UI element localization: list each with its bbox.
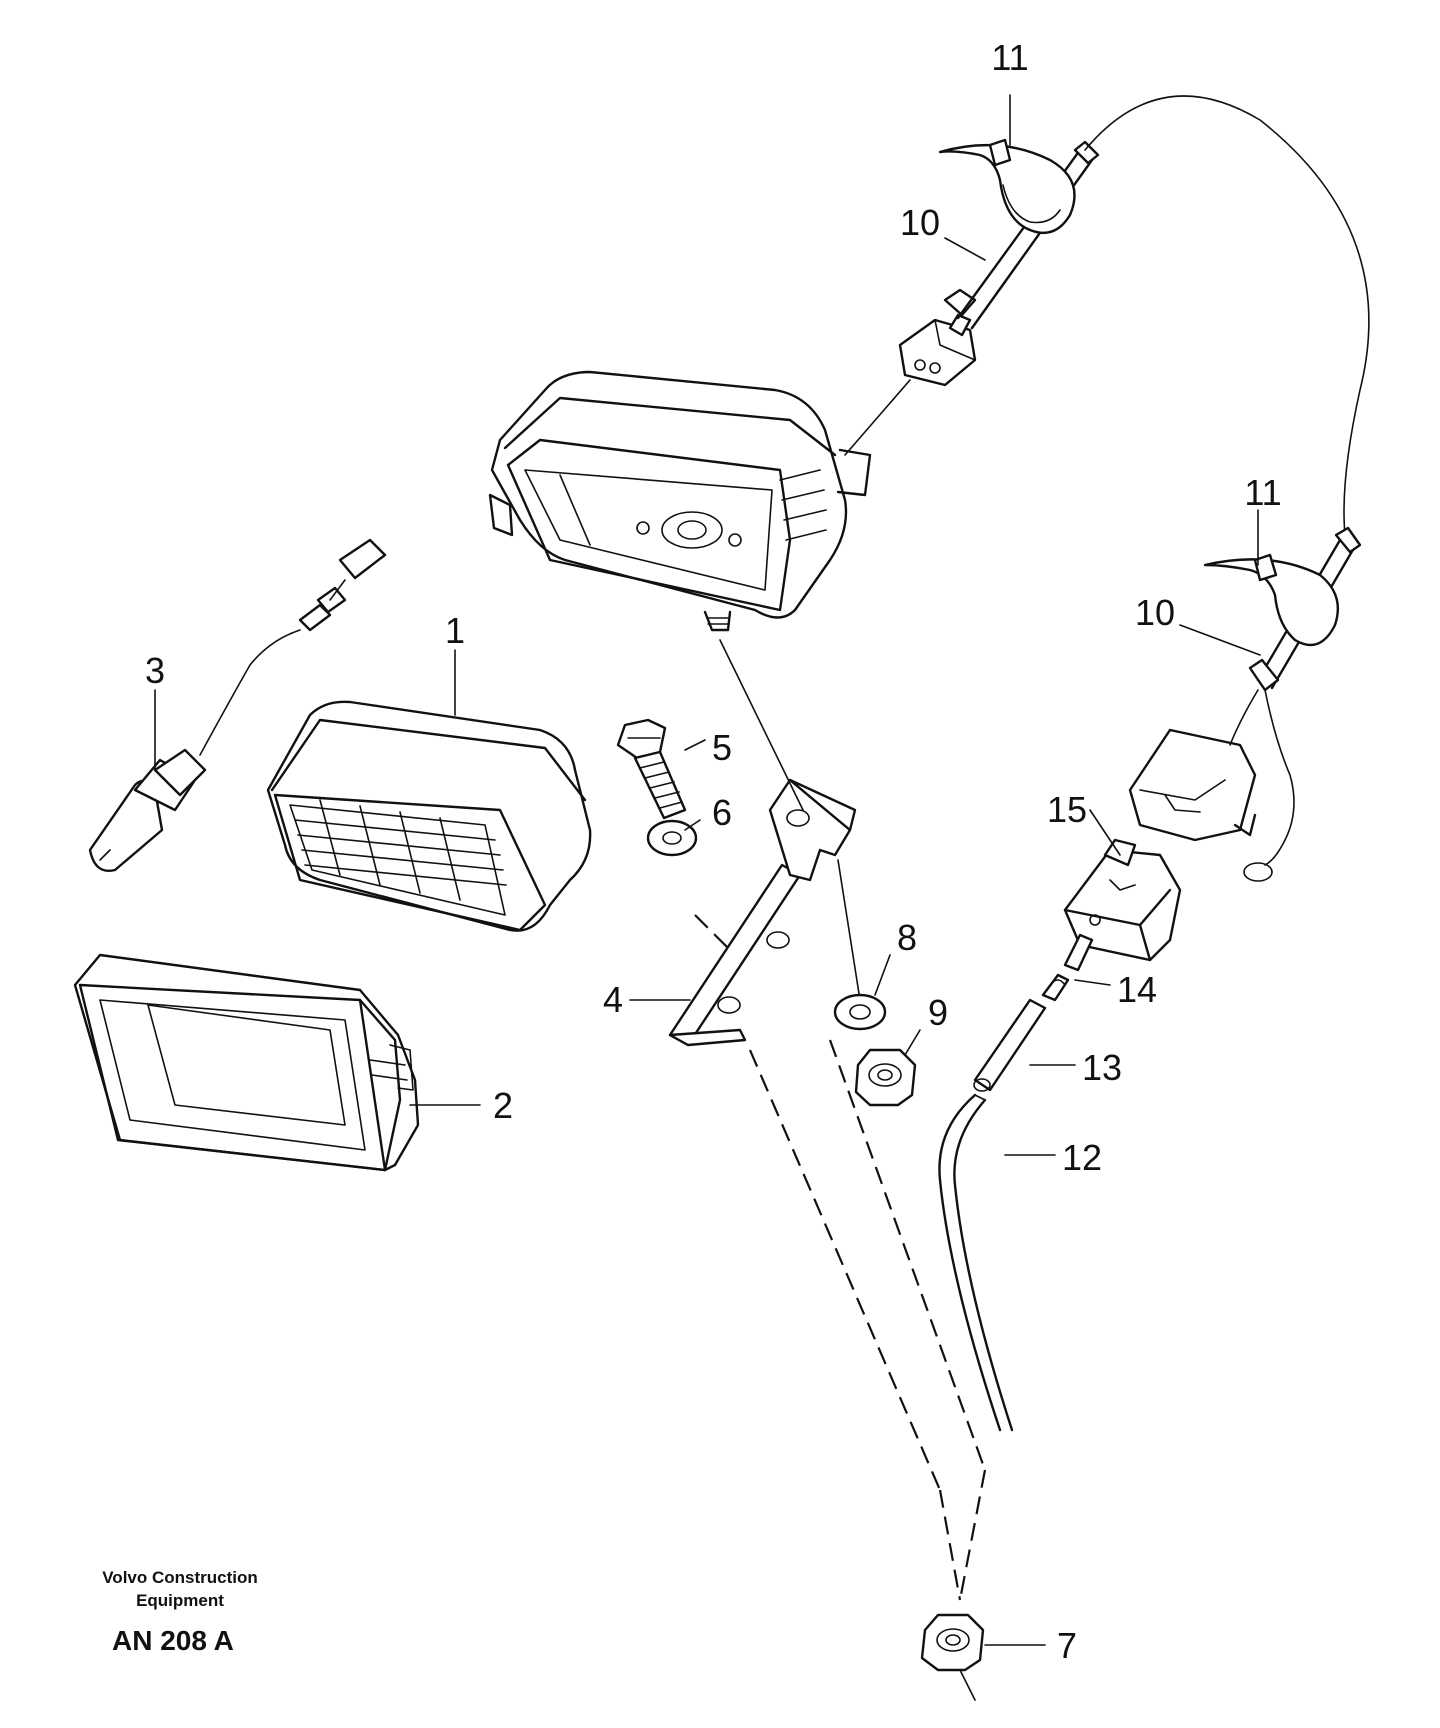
lamp-frame-2 xyxy=(73,953,420,1172)
callout-5: 5 xyxy=(712,727,732,768)
callout-13: 13 xyxy=(1082,1047,1122,1088)
bulb-3 xyxy=(88,748,207,872)
upper-work-lamp xyxy=(488,370,872,632)
company-name-line2: Equipment xyxy=(136,1591,224,1610)
callout-11-upper: 11 xyxy=(991,37,1028,78)
callout-8: 8 xyxy=(897,917,917,958)
callout-7: 7 xyxy=(1057,1625,1077,1666)
connecting-cable-loop xyxy=(1084,95,1370,536)
bulb-wire xyxy=(199,629,301,756)
drawing-code: AN 208 A xyxy=(112,1625,234,1656)
footer: Volvo Construction Equipment AN 208 A xyxy=(102,1568,258,1656)
connector-15 xyxy=(1063,838,1182,962)
terminal-14 xyxy=(1041,933,1094,1002)
lower-cable-tie xyxy=(1203,553,1340,647)
upper-connector xyxy=(898,313,977,387)
lower-connector-male xyxy=(1128,728,1257,842)
callout-3: 3 xyxy=(145,650,165,691)
callout-2: 2 xyxy=(493,1085,513,1126)
lens-grid xyxy=(294,799,507,901)
callout-12: 12 xyxy=(1062,1137,1102,1178)
leader-lines xyxy=(154,94,1261,1646)
sleeve-13 xyxy=(973,998,1047,1092)
callout-15: 15 xyxy=(1047,789,1087,830)
callout-11-lower: 11 xyxy=(1244,472,1281,513)
lamp-housing-1 xyxy=(266,700,592,932)
callout-14: 14 xyxy=(1117,969,1157,1010)
ground-wire xyxy=(1264,689,1295,866)
upper-lamp-cable xyxy=(844,379,911,456)
callout-9: 9 xyxy=(928,992,948,1033)
ring-terminal xyxy=(1243,862,1273,882)
bracket-4 xyxy=(668,778,857,1047)
callout-6: 6 xyxy=(712,792,732,833)
washer-8 xyxy=(833,993,887,1031)
callout-10-lower: 10 xyxy=(1135,592,1175,633)
nut-7 xyxy=(920,1613,985,1701)
callout-4: 4 xyxy=(603,979,623,1020)
bulb-terminal xyxy=(298,538,387,632)
upper-cable-tie xyxy=(938,138,1076,235)
company-name-line1: Volvo Construction xyxy=(102,1568,258,1587)
cable-12 xyxy=(938,1093,1014,1432)
nut-9 xyxy=(854,1048,917,1107)
bolt-5 xyxy=(616,718,687,820)
callout-10-upper: 10 xyxy=(900,202,940,243)
callout-1: 1 xyxy=(445,610,465,651)
callout-labels: 11 10 11 10 15 14 13 12 1 3 5 6 4 8 9 2 … xyxy=(145,37,1282,1666)
washer-6 xyxy=(646,819,698,857)
assembly-lines xyxy=(694,639,987,1601)
